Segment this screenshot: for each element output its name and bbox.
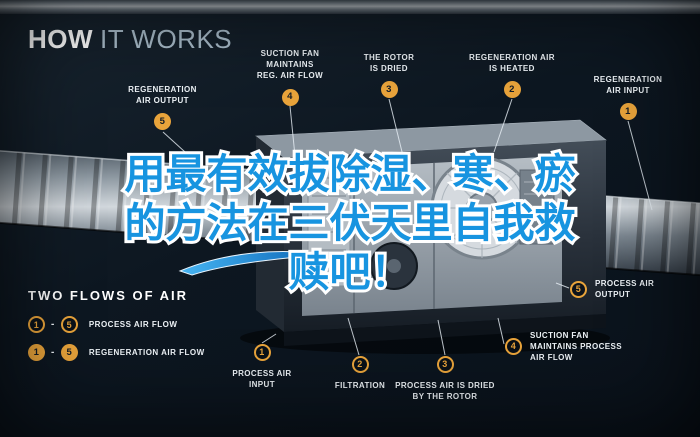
brush-swoosh-icon [178, 251, 327, 276]
step-badge: 5 [154, 113, 171, 131]
legend-row-label: PROCESS AIR FLOW [88, 320, 178, 329]
callout-suction-fan-reg: SUCTION FAN MAINTAINS REG. AIR FLOW 4 [240, 48, 340, 106]
legend-heading: TWO FLOWS OF AIR [28, 288, 189, 303]
legend-row-process: 1 - 5 PROCESS AIR FLOW [28, 316, 205, 333]
overlay-line-3: 赎吧！ [286, 246, 415, 298]
callout-label: SUCTION FAN MAINTAINS REG. AIR FLOW [256, 49, 324, 81]
step-badge: 1 [28, 344, 45, 361]
callout-regeneration-air-heated: REGENERATION AIR IS HEATED 2 [458, 52, 566, 99]
callout-label: FILTRATION [334, 381, 386, 390]
legend-row-regeneration: 1 - 5 REGENERATION AIR FLOW [28, 344, 205, 361]
step-badge: 3 [380, 81, 398, 99]
legend-row-label: REGENERATION AIR FLOW [88, 348, 205, 357]
step-badge: 5 [60, 316, 78, 333]
overlay-line-3: 赎吧！ [288, 249, 412, 296]
callout-label: PROCESS AIR OUTPUT [595, 279, 655, 300]
ceiling-strip [0, 0, 700, 14]
callout-label: REGENERATION AIR OUTPUT [128, 85, 197, 106]
title-it-works: IT WORKS [100, 24, 233, 54]
overlay-line-2: 的方法在三伏天里自我救 [124, 200, 576, 247]
step-badge: 2 [351, 356, 369, 373]
step-badge: 2 [503, 81, 521, 99]
suction-fan [370, 242, 418, 290]
title-how: HOW [28, 24, 94, 54]
step-badge: 4 [281, 88, 299, 106]
callout-filtration: 2 FILTRATION [322, 356, 398, 391]
callout-label: PROCESS AIR INPUT [232, 369, 292, 390]
callout-connector-lines [162, 98, 653, 356]
callout-process-air-input: 1 PROCESS AIR INPUT [226, 344, 298, 390]
callout-label: REGENERATION AIR INPUT [593, 75, 663, 96]
callout-regeneration-air-output: REGENERATION AIR OUTPUT 5 [100, 84, 225, 131]
legend: TWO FLOWS OF AIR 1 - 5 PROCESS AIR FLOW … [28, 288, 205, 372]
step-badge: 1 [28, 316, 45, 333]
overlay-line-1: 用最有效拔除湿、寒、瘀 [124, 151, 576, 197]
desiccant-rotor [430, 156, 534, 260]
callout-rotor-is-dried: THE ROTOR IS DRIED 3 [350, 52, 428, 99]
overlay-text: 用最有效拔除湿、寒、瘀 的方法在三伏天里自我救 赎吧！ [0, 150, 700, 298]
step-badge: 5 [570, 280, 587, 298]
callout-process-air-dried: 3 PROCESS AIR IS DRIED BY THE ROTOR [385, 356, 505, 402]
callout-suction-fan-process: 4 SUCTION FAN MAINTAINS PROCESS AIR FLOW [505, 330, 622, 364]
step-badge: 3 [436, 356, 454, 373]
overlay-line-2: 的方法在三伏天里自我救 [122, 197, 579, 249]
callout-label: SUCTION FAN MAINTAINS PROCESS AIR FLOW [530, 331, 622, 363]
range-dash: - [51, 319, 55, 330]
overlay-text-outline: 用最有效拔除湿、寒、瘀 的方法在三伏天里自我救 赎吧！ [0, 148, 700, 298]
range-dash: - [51, 347, 55, 358]
dehumidifier-unit [255, 119, 607, 346]
callout-label: REGENERATION AIR IS HEATED [469, 53, 555, 74]
step-badge: 1 [253, 344, 271, 361]
callout-regeneration-air-input: REGENERATION AIR INPUT 1 [580, 74, 676, 121]
callout-label: THE ROTOR IS DRIED [363, 53, 415, 74]
step-badge: 1 [619, 103, 637, 121]
overlay-line-1: 用最有效拔除湿、寒、瘀 [122, 148, 579, 200]
step-badge: 4 [505, 338, 522, 356]
callout-process-air-output: 5 PROCESS AIR OUTPUT [570, 278, 654, 300]
callout-label: PROCESS AIR IS DRIED BY THE ROTOR [395, 381, 495, 402]
step-badge: 5 [60, 344, 78, 361]
